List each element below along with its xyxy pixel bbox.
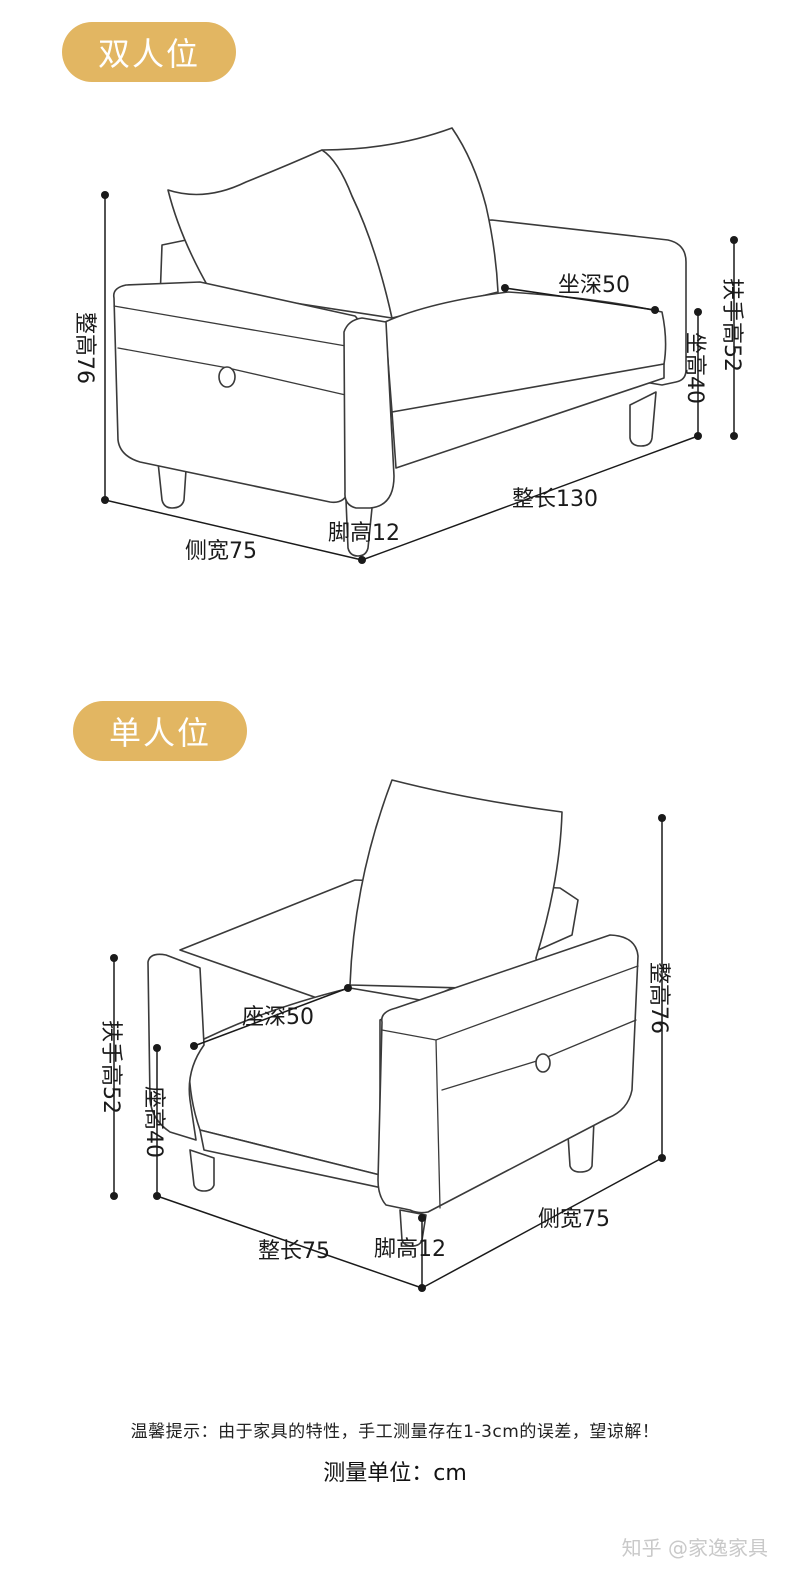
- back-cushion-right: [321, 127, 499, 319]
- left-arm-button: [218, 366, 236, 388]
- section-title-single: 单人位: [73, 701, 247, 761]
- watermark: 知乎 @家逸家具: [621, 1536, 768, 1560]
- label-total-height: 整高76: [72, 312, 97, 384]
- leg-front-left: [189, 1149, 215, 1192]
- right-arm: [377, 934, 639, 1214]
- label-leg-height: 脚高12: [374, 1237, 446, 1262]
- front-base: [391, 363, 665, 469]
- section-title-double: 双人位: [62, 22, 236, 82]
- label-armrest-height: 扶手高52: [98, 1020, 123, 1114]
- label-seat-height: 坐高40: [682, 332, 707, 404]
- armchair-dimensions: [110, 814, 666, 1292]
- label-seat-height: 座高40: [141, 1086, 166, 1158]
- label-side-width: 侧宽75: [538, 1207, 610, 1232]
- armchair-drawing: [147, 779, 639, 1247]
- label-leg-height: 脚高12: [328, 521, 400, 546]
- label-armrest-height: 扶手高52: [719, 278, 744, 372]
- armchair-diagram: 座深50 侧宽75 整长75 脚高12 整高76 扶手高52 座高40: [98, 779, 671, 1292]
- right-arm-front-edge: [435, 1039, 441, 1209]
- leg-front-right: [345, 499, 373, 557]
- leg-back-right: [629, 391, 657, 447]
- back-cushion: [349, 779, 563, 991]
- loveseat-drawing: [112, 127, 687, 557]
- measurement-tip: 温馨提示：由于家具的特性，手工测量存在1-3cm的误差，望谅解！: [130, 1422, 660, 1442]
- center-arm: [343, 317, 395, 509]
- left-arm-top-edge: [113, 305, 347, 347]
- label-seat-depth: 座深50: [242, 1005, 314, 1030]
- left-arm: [112, 281, 360, 504]
- label-total-length: 整长130: [512, 487, 598, 512]
- leg-front-left: [157, 461, 187, 509]
- measurement-unit: 测量单位：cm: [323, 1461, 467, 1486]
- label-total-length: 整长75: [258, 1239, 330, 1264]
- right-arm-button: [535, 1053, 551, 1073]
- loveseat-dimensions: [101, 191, 738, 564]
- label-side-width: 侧宽75: [185, 539, 257, 564]
- loveseat-diagram: 坐深50 整长130 脚高12 侧宽75 整高76 扶手高52 坐高40: [72, 127, 744, 564]
- label-seat-depth: 坐深50: [558, 273, 630, 298]
- left-arm: [147, 953, 205, 1141]
- label-total-height: 整高76: [646, 962, 671, 1034]
